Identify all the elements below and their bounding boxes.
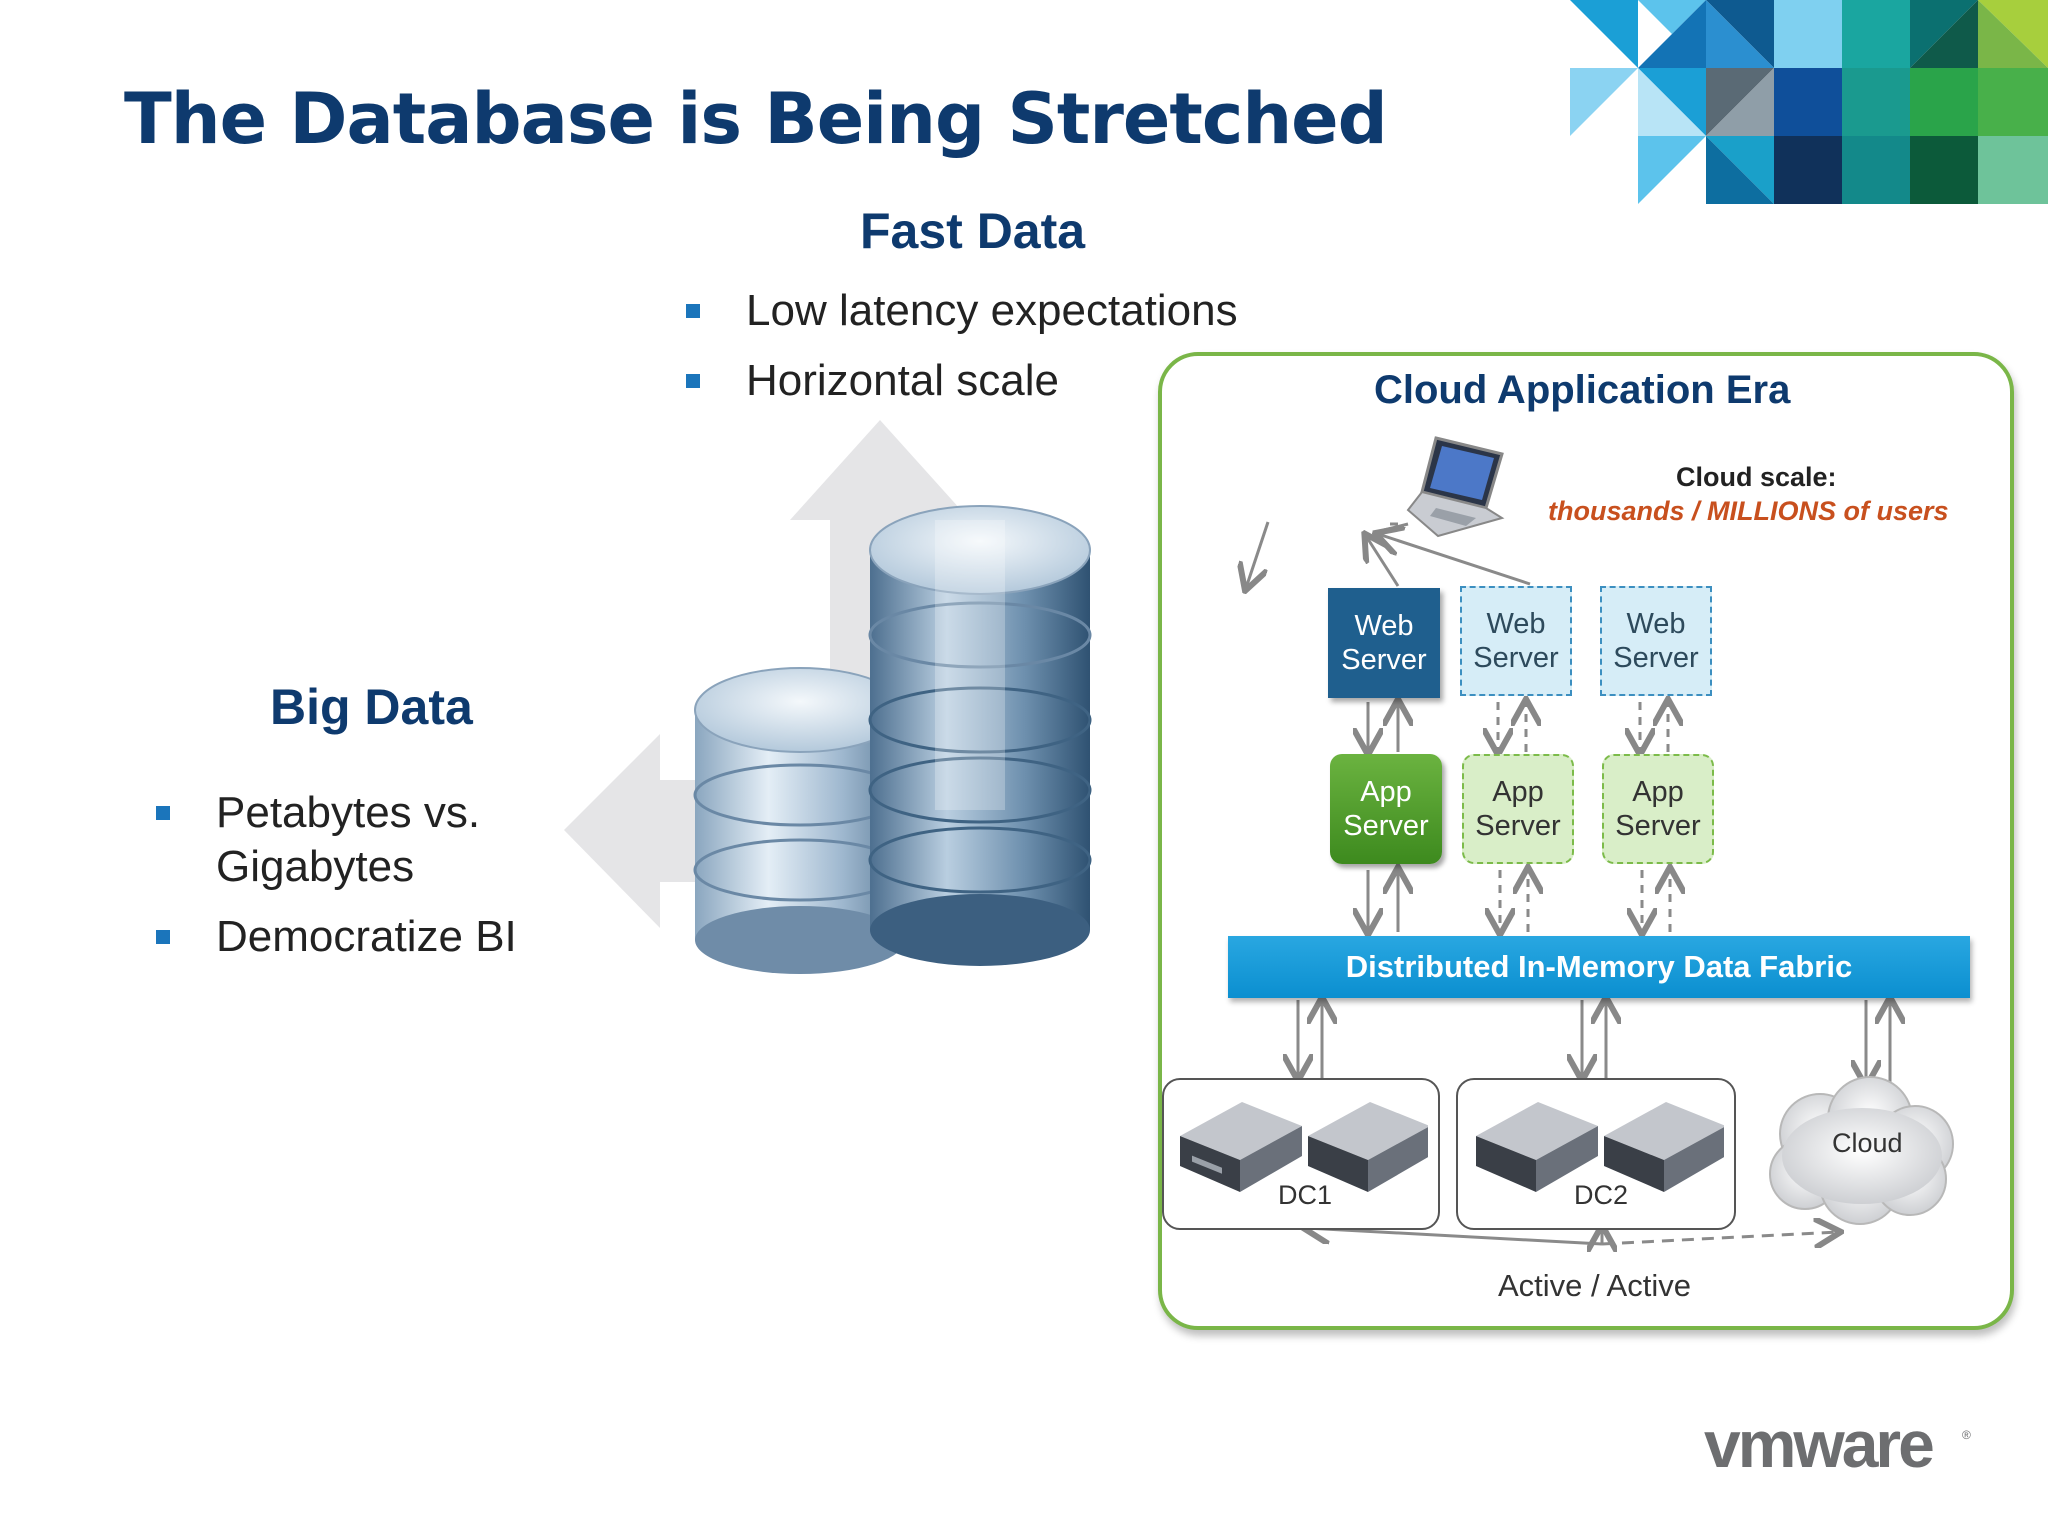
fast-data-bullets: Low latency expectations Horizontal scal… — [686, 284, 1238, 424]
bullet-text: Democratize BI — [216, 912, 517, 961]
database-cylinder-right — [868, 505, 1092, 966]
bullet-square-icon — [156, 806, 170, 820]
bullet-square-icon — [156, 930, 170, 944]
decorative-mosaic — [1570, 0, 2048, 204]
web-server-scaled: Web Server — [1460, 586, 1572, 696]
app-server-scaled: App Server — [1602, 754, 1714, 864]
diagram-connectors — [1158, 521, 2014, 1330]
app-server-scaled: App Server — [1462, 754, 1574, 864]
cloud-label: Cloud — [1832, 1128, 1903, 1158]
cloud-icon — [1769, 1076, 1954, 1225]
big-data-bullet: Petabytes vs. Gigabytes — [156, 786, 556, 894]
dc2-label: DC2 — [1574, 1180, 1629, 1210]
registered-mark-icon: ® — [1962, 1428, 1971, 1442]
bullet-square-icon — [686, 304, 700, 318]
web-server-scaled: Web Server — [1600, 586, 1712, 696]
server-rack-icon — [1476, 1102, 1724, 1192]
server-rack-icon — [1180, 1102, 1428, 1192]
cloud-scale-users: thousands / MILLIONS of users — [1548, 496, 1949, 526]
cloud-scale-label: Cloud scale: — [1676, 462, 1837, 492]
dc1-label: DC1 — [1278, 1180, 1333, 1210]
data-fabric-bar: Distributed In-Memory Data Fabric — [1228, 936, 1970, 998]
vmware-logo: vmware — [1704, 1407, 1935, 1481]
active-active-label: Active / Active — [1498, 1268, 1691, 1303]
web-server-primary: Web Server — [1328, 588, 1440, 698]
bullet-text: Low latency expectations — [746, 286, 1238, 335]
bullet-text: Horizontal scale — [746, 356, 1060, 405]
database-stack-illustration — [564, 420, 1092, 974]
fast-data-bullet: Low latency expectations — [686, 284, 1238, 338]
diagram-title: Cloud Application Era — [1374, 368, 1791, 412]
bullet-square-icon — [686, 374, 700, 388]
big-data-heading: Big Data — [270, 679, 473, 735]
fast-data-bullet: Horizontal scale — [686, 354, 1238, 408]
big-data-bullet: Democratize BI — [156, 910, 556, 964]
laptop-icon — [1406, 436, 1505, 538]
big-data-bullets: Petabytes vs. Gigabytes Democratize BI — [156, 786, 556, 980]
bullet-text: Petabytes vs. Gigabytes — [216, 788, 481, 891]
fast-data-heading: Fast Data — [860, 203, 1086, 259]
app-server-primary: App Server — [1330, 754, 1442, 864]
slide-title: The Database is Being Stretched — [124, 78, 1388, 160]
